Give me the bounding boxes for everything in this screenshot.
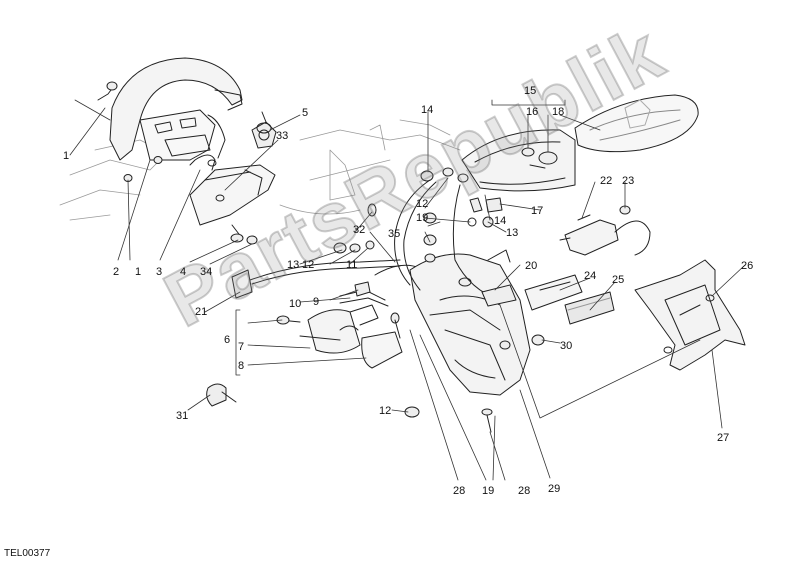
- callout-32: 32: [353, 224, 366, 236]
- cable-clip-31: [206, 383, 237, 407]
- callout-24: 24: [584, 270, 597, 282]
- callout-30: 30: [560, 340, 573, 352]
- drawing-code: TEL00377: [4, 548, 51, 559]
- callout-23: 23: [622, 175, 635, 187]
- callout-14: 14: [421, 104, 434, 116]
- callout-33: 33: [276, 130, 289, 142]
- license-plate-holder-27: [634, 259, 746, 371]
- lock-part-5: [251, 111, 277, 149]
- callout-21: 21: [195, 306, 208, 318]
- plate-bracket-33: [189, 154, 276, 226]
- callout-12: 12: [302, 259, 315, 271]
- leader-lines: [69, 99, 746, 481]
- bolt-4: [230, 224, 258, 245]
- callout-7: 7: [238, 341, 245, 353]
- callout-22: 22: [600, 175, 613, 187]
- rear-bracket-part: [109, 57, 243, 161]
- callout-26: 26: [741, 260, 754, 272]
- callout-17: 17: [531, 205, 544, 217]
- callout-19: 19: [482, 485, 495, 497]
- taillight-assembly-15: [461, 129, 576, 192]
- callout-13: 13: [287, 259, 300, 271]
- callout-29: 29: [548, 483, 561, 495]
- callout-25: 25: [612, 274, 625, 286]
- callout-4: 4: [180, 266, 187, 278]
- callout-16: 16: [526, 106, 539, 118]
- wiring-9-10: [339, 264, 441, 307]
- connector-21: [231, 259, 401, 299]
- rear-fender-29: [409, 249, 531, 396]
- sensor-23: [559, 205, 651, 256]
- callout-9: 9: [313, 296, 320, 308]
- callout-12: 12: [416, 198, 429, 210]
- taillight-lens-18: [574, 94, 699, 153]
- callout-8: 8: [238, 360, 245, 372]
- callout-27: 27: [717, 432, 730, 444]
- license-lamp-20: [481, 274, 615, 325]
- callout-11: 11: [346, 259, 358, 271]
- callout-31: 31: [176, 410, 189, 422]
- callout-13: 13: [506, 227, 519, 239]
- callout-34: 34: [200, 266, 213, 278]
- callout-28: 28: [453, 485, 466, 497]
- callout-1: 1: [63, 150, 70, 162]
- callout-15: 15: [524, 85, 537, 97]
- callout-5: 5: [302, 107, 309, 119]
- turn-signal-left: [276, 304, 403, 369]
- callout-19: 19: [416, 212, 429, 224]
- callout-12: 12: [379, 405, 392, 417]
- callout-35: 35: [388, 228, 401, 240]
- callout-2: 2: [113, 266, 120, 278]
- callout-1: 1: [135, 266, 142, 278]
- bolt-1: [97, 81, 163, 182]
- callout-3: 3: [156, 266, 163, 278]
- callout-6: 6: [224, 334, 231, 346]
- callout-28: 28: [518, 485, 531, 497]
- callout-10: 10: [289, 298, 302, 310]
- callout-18: 18: [552, 106, 565, 118]
- callout-14: 14: [494, 215, 507, 227]
- small-hardware: [333, 167, 545, 433]
- callout-20: 20: [525, 260, 538, 272]
